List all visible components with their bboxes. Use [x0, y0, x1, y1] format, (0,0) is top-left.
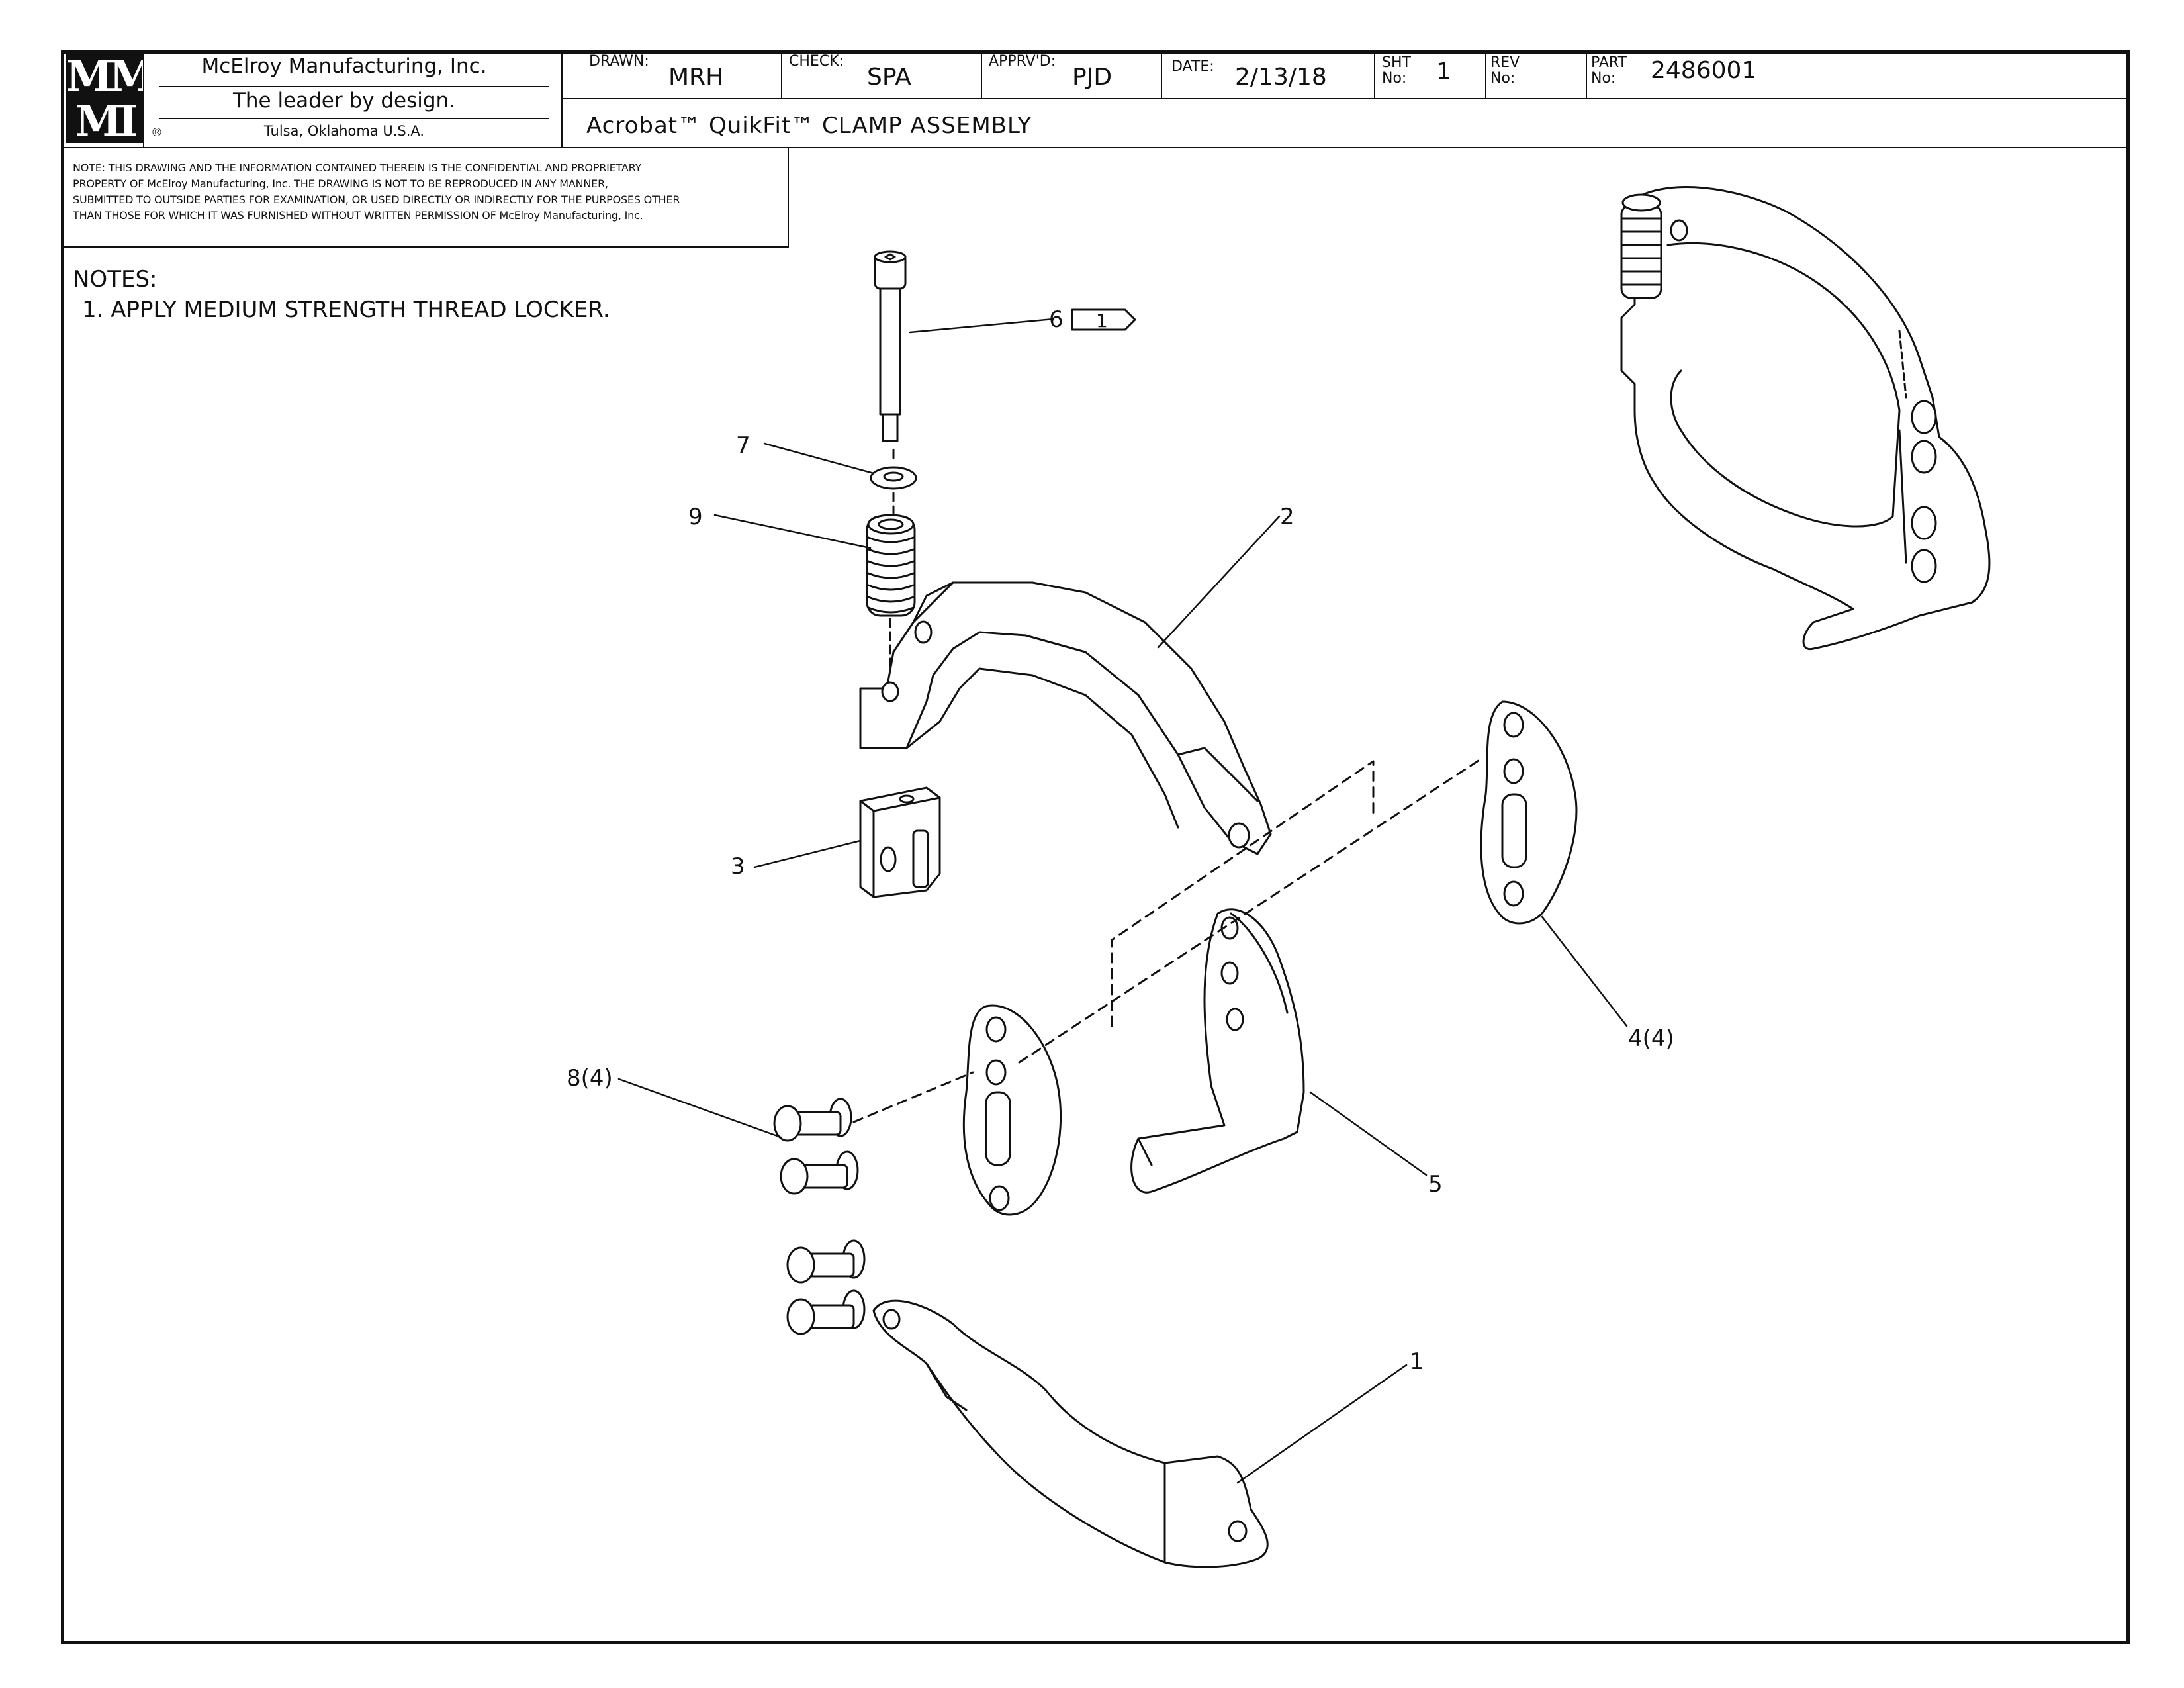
- sheet-label-2: No:: [1382, 70, 1407, 87]
- callout-labels: 6 1 7 9 2 3 4(4) 8(4) 5 1: [567, 306, 1674, 1375]
- part-value: 2486001: [1651, 57, 1757, 84]
- part-4-link-plate-b: [962, 1004, 1062, 1216]
- part-3-clevis: [859, 786, 941, 898]
- approved-label: APPRV'D:: [989, 53, 1056, 70]
- sheet-value: 1: [1436, 58, 1451, 85]
- drawing-title: Acrobat™ QuikFit™ CLAMP ASSEMBLY: [586, 113, 1032, 139]
- callout-4: 4(4): [1628, 1025, 1674, 1052]
- part-4-link-plate-a: [1480, 700, 1578, 925]
- callout-6-note-flag: 1: [1096, 310, 1108, 332]
- part-8-pins-lower: [786, 1239, 866, 1335]
- callout-8: 8(4): [567, 1065, 613, 1092]
- callout-6: 6: [1049, 306, 1064, 333]
- explode-lines: [852, 757, 1484, 1123]
- drawn-value: MRH: [668, 64, 724, 91]
- note-item-1: 1. APPLY MEDIUM STRENGTH THREAD LOCKER.: [82, 297, 610, 323]
- registered-mark: ®: [151, 126, 163, 140]
- logo-line-2: MI: [75, 97, 138, 143]
- part-2-upper-clamp: [859, 581, 1272, 855]
- approved-value: PJD: [1072, 64, 1113, 91]
- part-9-spring: [866, 514, 916, 617]
- callout-3: 3: [731, 853, 745, 880]
- callout-1: 1: [1410, 1348, 1424, 1375]
- part-label-1: PART: [1591, 54, 1627, 71]
- callout-9: 9: [688, 504, 703, 530]
- proprietary-note-line-2: PROPERTY OF McElroy Manufacturing, Inc. …: [73, 177, 608, 190]
- company-tagline: The leader by design.: [232, 89, 456, 113]
- logo-line-1: MM: [66, 54, 143, 101]
- assembled-clamp-view: [1620, 186, 1991, 651]
- proprietary-note-line-3: SUBMITTED TO OUTSIDE PARTIES FOR EXAMINA…: [73, 193, 680, 206]
- check-label: CHECK:: [789, 53, 844, 70]
- date-value: 2/13/18: [1235, 64, 1327, 91]
- part-7-washer: [870, 466, 917, 490]
- part-label-2: No:: [1591, 70, 1616, 87]
- callout-7: 7: [736, 432, 751, 459]
- rev-label-1: REV: [1490, 54, 1520, 71]
- part-8-pins-upper: [773, 1098, 859, 1195]
- proprietary-note-box: NOTE: THIS DRAWING AND THE INFORMATION C…: [61, 147, 789, 248]
- company-logo: MM MI: [66, 54, 143, 143]
- callout-2: 2: [1280, 504, 1295, 530]
- notes-heading: NOTES:: [73, 266, 158, 293]
- drawing-sheet-frame: [61, 50, 2130, 1644]
- part-1-lower-clamp: [872, 1299, 1269, 1568]
- leader-lines: [617, 318, 1628, 1484]
- rev-label-2: No:: [1490, 70, 1516, 87]
- drawn-label: DRAWN:: [589, 53, 649, 70]
- company-name: McElroy Manufacturing, Inc.: [201, 54, 487, 78]
- proprietary-note-line-4: THAN THOSE FOR WHICH IT WAS FURNISHED WI…: [73, 209, 643, 222]
- note-flag-shape: [1071, 308, 1136, 331]
- company-location: Tulsa, Oklahoma U.S.A.: [263, 123, 425, 139]
- date-label: DATE:: [1171, 58, 1214, 75]
- proprietary-note-line-1: NOTE: THIS DRAWING AND THE INFORMATION C…: [73, 162, 642, 174]
- check-value: SPA: [867, 64, 911, 91]
- callout-5: 5: [1428, 1171, 1443, 1197]
- sheet-label-1: SHT: [1382, 54, 1411, 71]
- part-6-shoulder-bolt: [874, 250, 907, 442]
